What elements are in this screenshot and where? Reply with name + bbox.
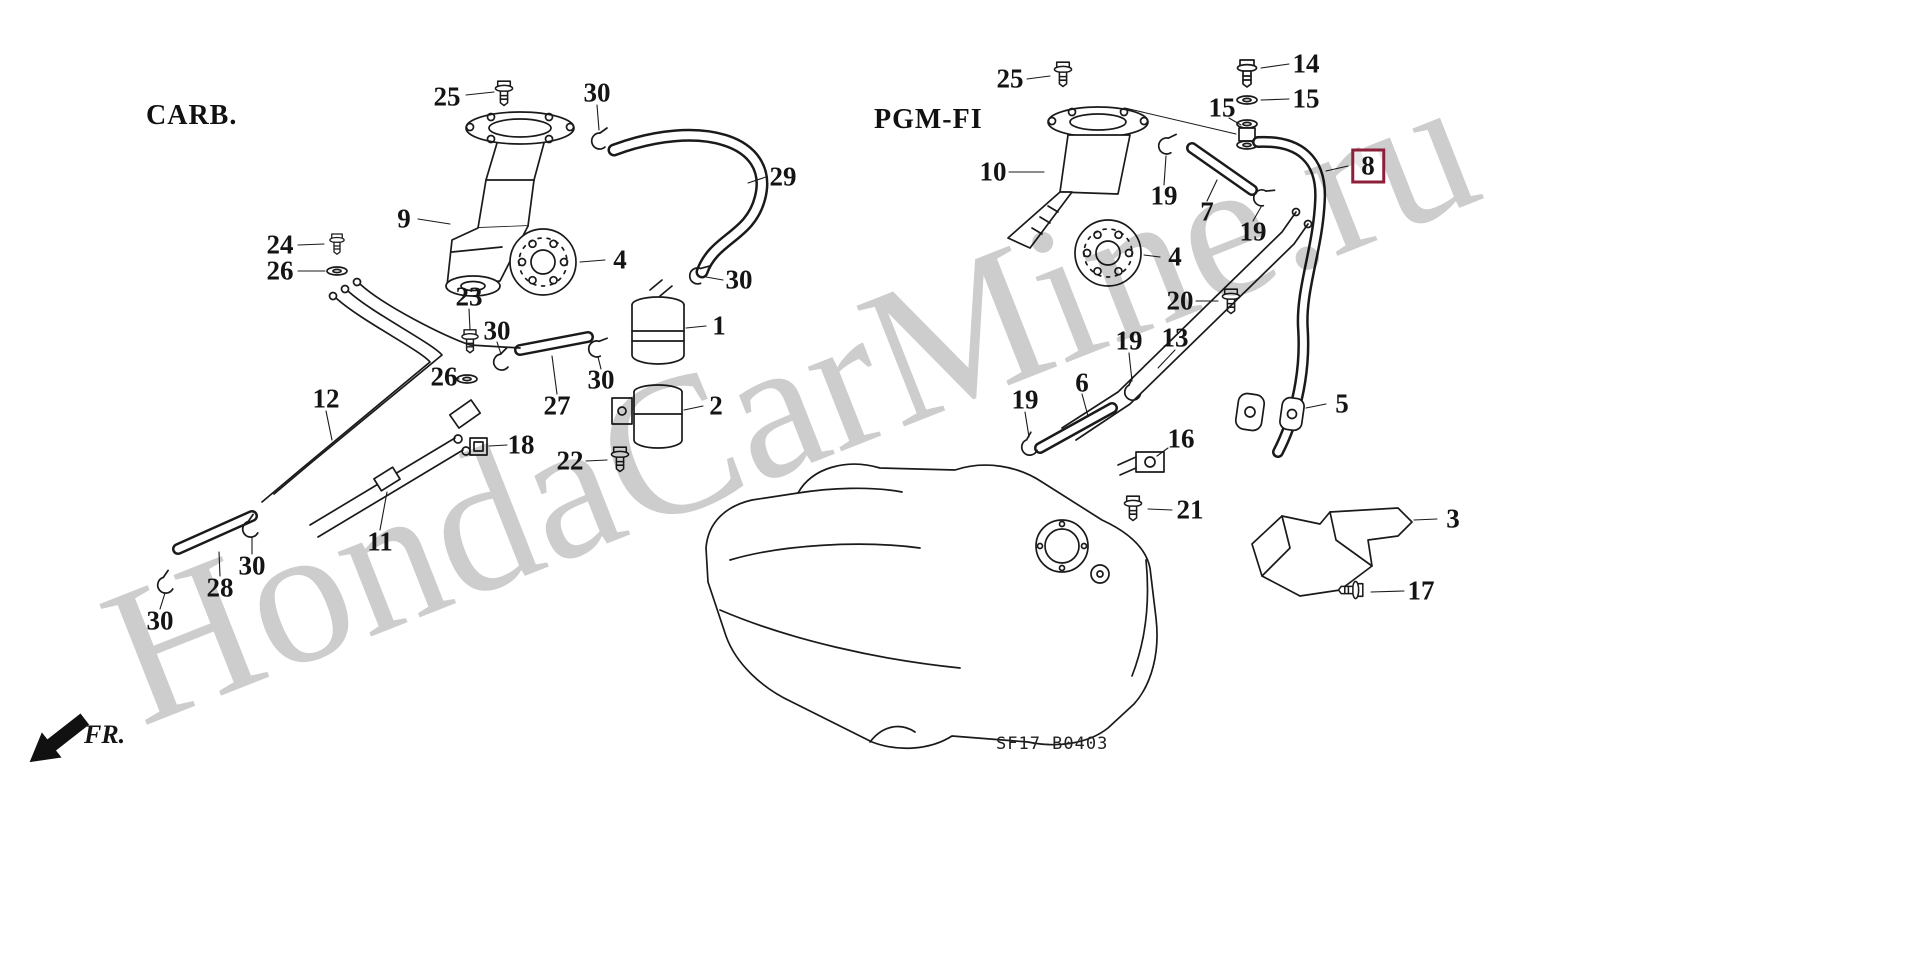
section-label-pgmfi: PGM-FI (874, 104, 983, 135)
part-label-5[interactable]: 5 (1335, 388, 1349, 419)
part-label-6[interactable]: 6 (1075, 367, 1089, 398)
fuel-hose-27 (514, 331, 594, 356)
part-label-19[interactable]: 19 (1239, 216, 1267, 247)
part-label-30[interactable]: 30 (238, 550, 266, 581)
part-label-4[interactable]: 4 (1168, 241, 1182, 272)
fuel-pipes-11 (309, 434, 471, 538)
fuel-filter-1 (631, 279, 685, 365)
part-label-30[interactable]: 30 (725, 264, 753, 295)
part-label-19[interactable]: 19 (1011, 384, 1039, 415)
tank-bracket-3 (1251, 507, 1413, 597)
part-label-19[interactable]: 19 (1115, 325, 1143, 356)
joint-15-b (1236, 119, 1258, 150)
part-label-22[interactable]: 22 (556, 445, 584, 476)
part-label-26[interactable]: 26 (266, 255, 294, 286)
part-label-16[interactable]: 16 (1167, 423, 1195, 454)
part-label-26[interactable]: 26 (430, 361, 458, 392)
part-label-1[interactable]: 1 (712, 310, 726, 341)
part-label-30[interactable]: 30 (483, 315, 511, 346)
part-label-9[interactable]: 9 (397, 203, 411, 234)
pipe-clamp-5 (1234, 392, 1305, 432)
part-label-19[interactable]: 19 (1150, 180, 1178, 211)
carb-fuel-pump-assembly (445, 111, 575, 297)
part-label-8-highlighted[interactable]: 8 (1351, 148, 1385, 184)
part-label-12[interactable]: 12 (312, 383, 340, 414)
part-label-30[interactable]: 30 (583, 77, 611, 108)
part-label-20[interactable]: 20 (1166, 285, 1194, 316)
part-label-25[interactable]: 25 (996, 63, 1024, 94)
part-label-15[interactable]: 15 (1292, 83, 1320, 114)
part-label-11[interactable]: 11 (367, 526, 393, 557)
fuel-tank (705, 463, 1158, 750)
fuel-pipes-12 (261, 277, 521, 503)
part-label-23[interactable]: 23 (455, 281, 483, 312)
part-label-28[interactable]: 28 (206, 572, 234, 603)
part-label-24[interactable]: 24 (266, 229, 294, 260)
fuel-hose-29 (607, 128, 769, 279)
part-label-7[interactable]: 7 (1200, 196, 1214, 227)
part-label-17[interactable]: 17 (1407, 575, 1435, 606)
part-label-25[interactable]: 25 (433, 81, 461, 112)
part-label-14[interactable]: 14 (1292, 48, 1320, 79)
part-label-21[interactable]: 21 (1176, 494, 1204, 525)
section-label-carb: CARB. (146, 100, 238, 131)
part-label-29[interactable]: 29 (769, 161, 797, 192)
joint-16 (1117, 451, 1165, 476)
part-label-27[interactable]: 27 (543, 390, 571, 421)
leader-lines (159, 63, 1438, 610)
front-direction-indicator: FR. (18, 696, 158, 776)
part-label-18[interactable]: 18 (507, 429, 535, 460)
fuel-hose-28 (172, 510, 258, 555)
part-label-15[interactable]: 15 (1208, 92, 1236, 123)
part-label-30[interactable]: 30 (146, 605, 174, 636)
part-label-3[interactable]: 3 (1446, 503, 1460, 534)
fr-label: FR. (84, 720, 126, 749)
nut-18 (469, 437, 488, 456)
part-label-10[interactable]: 10 (979, 156, 1007, 187)
fuel-hose-6 (1034, 402, 1118, 454)
fuel-hose-7 (1186, 142, 1258, 196)
front-arrow-icon (29, 713, 90, 763)
pgmfi-fuel-pump-assembly (1007, 106, 1237, 249)
part-label-30[interactable]: 30 (587, 364, 615, 395)
fuel-filter-2 (611, 384, 683, 449)
part-label-13[interactable]: 13 (1161, 322, 1189, 353)
fuel-pipes-13 (1061, 207, 1313, 441)
diagram-code: SF17-B0403 (996, 734, 1109, 754)
part-label-2[interactable]: 2 (709, 390, 723, 421)
part-label-4[interactable]: 4 (613, 244, 627, 275)
